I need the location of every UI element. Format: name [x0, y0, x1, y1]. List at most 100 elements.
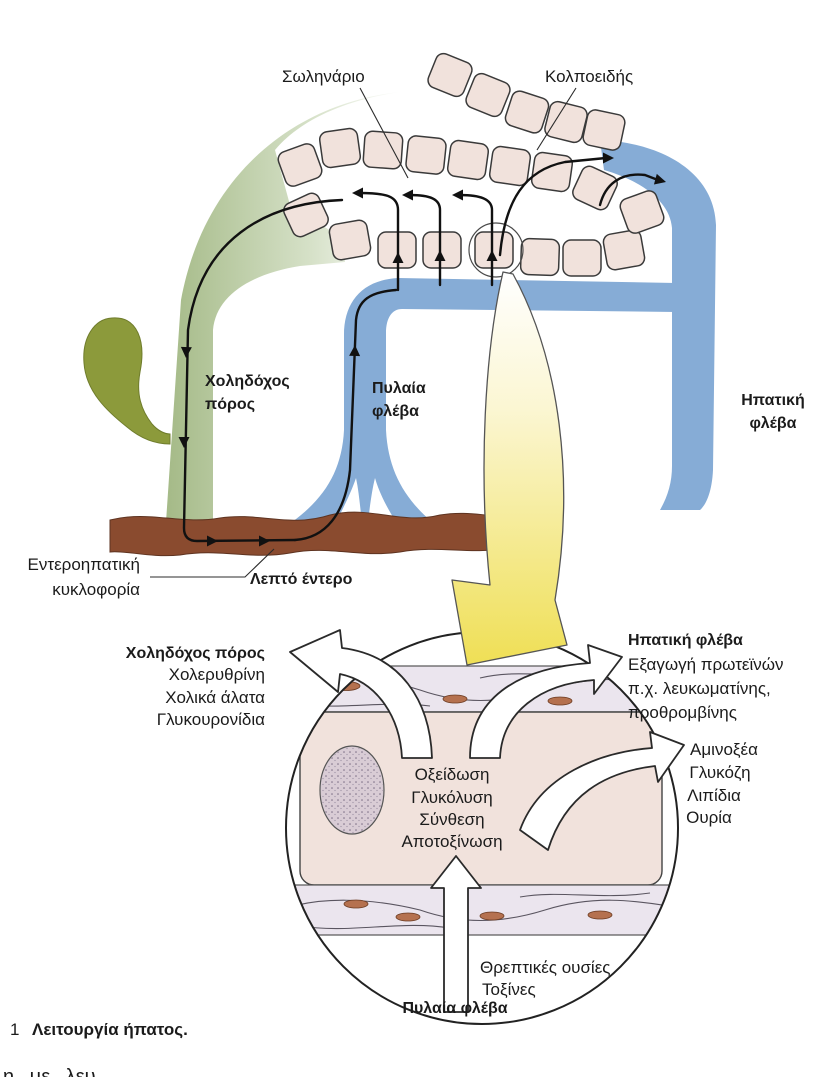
process-item: Γλυκόλυση	[411, 788, 493, 807]
detail-contents	[286, 665, 678, 936]
sinusoid-leader	[536, 87, 577, 151]
blood-output-arrow	[519, 731, 685, 851]
hepatocyte-cell	[422, 231, 462, 269]
hepatocyte-cell	[602, 229, 646, 271]
highlighted-cell-ring	[468, 222, 524, 278]
bile-duct-output-item: Χολικά άλατα	[165, 688, 265, 707]
arrowhead	[452, 189, 463, 201]
endothelial-nucleus	[442, 694, 468, 704]
arrowhead	[207, 535, 218, 547]
hepatic-vein-output-item: Εξαγωγή πρωτεϊνών	[628, 655, 784, 674]
hepatic-vein-label: φλέβα	[750, 415, 797, 432]
sinusoid-lining-bottom	[286, 884, 678, 936]
small-intestine-label: Λεπτό έντερο	[250, 571, 353, 588]
bile-duct-output-item: Χολερυθρίνη	[169, 665, 265, 684]
hepatocyte-cell	[544, 100, 588, 144]
hepatocyte-cell	[283, 192, 329, 238]
arrowhead	[392, 252, 404, 263]
arrowhead	[349, 345, 361, 357]
blood-output-item: Λιπίδια	[687, 786, 741, 805]
enterohepatic-label: κυκλοφορία	[52, 580, 140, 599]
hepatocyte-detail: Χοληδόχος πόρος Χολερυθρίνη Χολικά άλατα…	[126, 629, 784, 1025]
endothelial-nucleus	[395, 912, 421, 922]
blood-output-item: Ουρία	[686, 808, 732, 827]
hepatocyte-cell	[519, 237, 561, 277]
process-item: Οξείδωση	[415, 765, 490, 784]
hepatocyte-cell	[277, 143, 323, 187]
hepatic-outflow-line	[598, 173, 660, 207]
portal-vein-roots	[292, 430, 432, 522]
hepatocyte-cell	[446, 139, 490, 181]
bile-duct-output-item: Γλυκουρονίδια	[157, 710, 265, 729]
hepatocyte-cell	[328, 219, 372, 261]
bile-duct-label: πόρος	[205, 396, 255, 413]
hepatocyte-cell	[504, 90, 550, 134]
gallbladder	[83, 317, 171, 445]
arrowhead	[259, 535, 270, 547]
enterohepatic-leader	[150, 548, 275, 578]
arrowhead	[653, 173, 666, 185]
hepatocyte-cell	[318, 127, 362, 169]
hepatocyte-cell	[465, 72, 511, 118]
root-gap	[368, 478, 396, 522]
hepatocyte-cell	[427, 52, 473, 98]
bile-duct-outputs-title: Χοληδόχος πόρος	[126, 645, 265, 662]
flow-arrowheads	[178, 152, 666, 547]
lobule-diagram: Σωληνάριο Κολποειδής Χοληδόχος πόρος Πυλ…	[28, 52, 805, 599]
flow-lines	[182, 156, 660, 543]
endothelial-nucleus	[547, 696, 573, 706]
nucleus-chromatin	[321, 747, 383, 833]
figure-number: 1	[10, 1020, 19, 1039]
portal-vein-label: Πυλαία	[372, 380, 426, 397]
arrowhead	[178, 437, 190, 448]
process-item: Αποτοξίνωση	[401, 832, 502, 851]
hepatic-vein-output-item: προθρομβίνης	[628, 703, 737, 722]
portal-vein-label: φλέβα	[372, 403, 419, 420]
bile-duct-region	[166, 92, 400, 522]
protein-export-arrow	[469, 644, 623, 759]
cell-flow-line	[458, 193, 494, 287]
endothelial-cell-outline	[299, 892, 651, 930]
hepatic-vein-outputs-title: Ηπατική φλέβα	[628, 632, 743, 649]
hepatic-outflow-line	[498, 156, 608, 257]
hepatocyte-cell	[582, 109, 626, 151]
bile-export-arrow	[289, 629, 433, 759]
hepatocyte-plates	[277, 52, 665, 277]
bile-duct-label: Χοληδόχος	[205, 373, 290, 390]
canaliculus-label: Σωληνάριο	[282, 67, 365, 86]
arrowhead	[180, 346, 192, 358]
hepatocyte-cell	[405, 135, 447, 175]
hepatic-vein-output-item: π.χ. λευκωματίνης,	[628, 679, 771, 698]
arrowhead	[603, 152, 614, 164]
hepatocyte-cell	[562, 239, 602, 277]
hepatocyte-cell	[488, 145, 532, 187]
zoom-arrow	[451, 271, 568, 666]
endothelial-nucleus	[343, 899, 369, 909]
cell-flow-line	[358, 191, 400, 292]
blood-output-item: Αμινοξέα	[690, 740, 758, 759]
cell-flow-line	[408, 193, 442, 287]
endothelial-nucleus	[587, 910, 613, 920]
blood-output-item: Γλυκόζη	[689, 763, 750, 782]
portal-input-arrow	[430, 855, 482, 1013]
hepatocyte-cell	[362, 130, 404, 170]
hepatocyte-cell	[474, 231, 514, 269]
hepatocyte-cell	[619, 190, 665, 234]
portal-input-item: Θρεπτικές ουσίες	[480, 958, 610, 977]
portal-input-title: Πυλαία φλέβα	[402, 1000, 507, 1017]
arrowhead	[434, 250, 446, 261]
hepatocyte-cell	[572, 165, 618, 211]
figure-caption: Λειτουργία ήπατος.	[32, 1020, 188, 1039]
arrowhead	[352, 187, 363, 199]
endothelial-nucleus	[479, 911, 505, 921]
bile-flow-line	[182, 198, 344, 543]
cut-off-body-text: η με λευ	[3, 1066, 96, 1077]
canaliculus-leader	[359, 87, 409, 179]
enterohepatic-label: Εντεροηπατική	[28, 555, 140, 574]
portal-return-line	[293, 288, 398, 542]
arrowhead	[486, 250, 498, 261]
hepatic-vein	[600, 140, 716, 510]
arrowhead	[402, 189, 413, 201]
endothelial-cell-outline	[286, 899, 678, 922]
